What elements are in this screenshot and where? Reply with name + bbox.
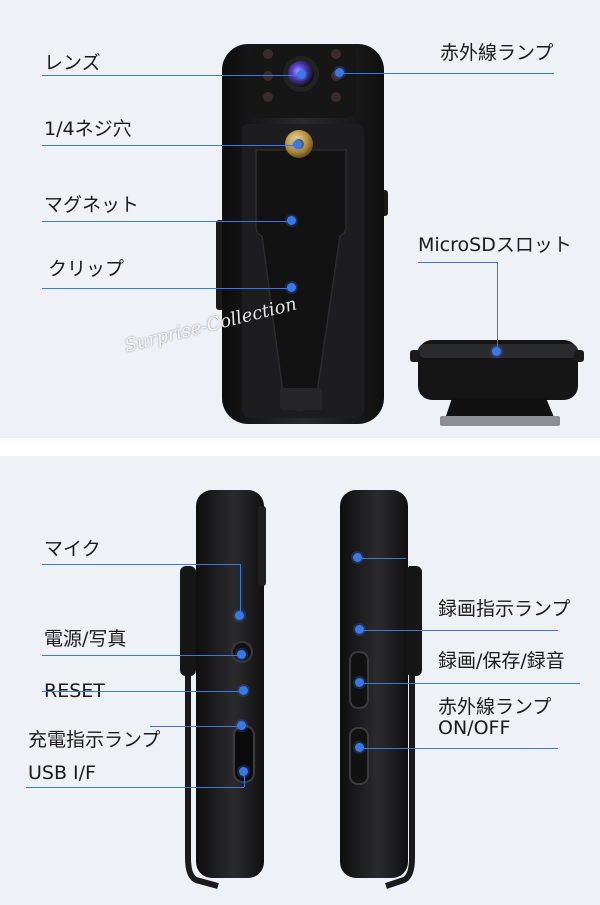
- label-clip: クリップ: [48, 258, 125, 280]
- callout-dot-usb: [239, 767, 248, 776]
- label-lens: レンズ: [44, 52, 101, 74]
- callout-line-screw-hole: [42, 145, 298, 146]
- label-ir-lamp-line2: ON/OFF: [438, 717, 511, 739]
- callout-line-top-right: [358, 558, 406, 559]
- callout-line-microsd-v: [497, 262, 498, 352]
- label-screw-hole: 1/4ネジ穴: [44, 118, 132, 140]
- callout-line-clip: [42, 288, 292, 289]
- callout-line-usb-v: [244, 772, 245, 787]
- label-rec-save-audio: 録画/保存/録音: [438, 650, 565, 672]
- camera-side-illustration: [180, 490, 422, 889]
- side-view-panel: マイク 電源/写真 RESET 充電指示ランプ USB I/F 録画指示ランプ …: [0, 456, 600, 905]
- camera-front-illustration: [216, 44, 584, 426]
- callout-line-magnet: [42, 221, 292, 222]
- front-view-panel: Surprise-Collection レンズ 1/4ネジ穴 マグネット クリッ…: [0, 0, 600, 438]
- callout-line-mic-h: [42, 564, 240, 565]
- label-usb: USB I/F: [28, 762, 96, 784]
- callout-line-rec-indicator: [360, 630, 558, 631]
- callout-dot-ir-lamp: [335, 68, 344, 77]
- callout-line-ir-lamp: [340, 73, 554, 74]
- callout-dot-reset: [239, 686, 248, 695]
- callout-line-lens: [42, 75, 302, 76]
- callout-line-charge-indicator: [150, 726, 242, 727]
- callout-line-mic-v: [240, 564, 241, 616]
- callout-dot-rec-indicator: [355, 625, 364, 634]
- callout-line-usb: [26, 787, 244, 788]
- callout-line-rec-save-audio: [360, 683, 580, 684]
- callout-line-ir-lamp-switch: [360, 748, 558, 749]
- callout-dot-power-photo: [237, 650, 246, 659]
- label-magnet: マグネット: [44, 194, 140, 216]
- callout-dot-clip: [287, 283, 296, 292]
- label-mic: マイク: [44, 538, 101, 560]
- callout-line-reset: [42, 691, 244, 692]
- callout-dot-ir-lamp-switch: [355, 743, 364, 752]
- callout-dot-screw-hole: [293, 140, 302, 149]
- callout-line-power-photo: [42, 655, 242, 656]
- label-power-photo: 電源/写真: [44, 628, 127, 650]
- callout-dot-mic: [235, 611, 244, 620]
- label-microsd-slot: MicroSDスロット: [418, 234, 572, 256]
- label-ir-lamp-line1: 赤外線ランプ: [438, 696, 552, 718]
- label-rec-indicator: 録画指示ランプ: [438, 598, 571, 620]
- callout-dot-top-right: [353, 553, 362, 562]
- callout-dot-microsd-slot: [492, 347, 501, 356]
- callout-dot-rec-save-audio: [355, 678, 364, 687]
- callout-dot-charge-indicator: [237, 721, 246, 730]
- label-ir-lamp: 赤外線ランプ: [440, 42, 554, 64]
- callout-dot-magnet: [287, 216, 296, 225]
- label-charge-indicator: 充電指示ランプ: [28, 729, 161, 751]
- callout-line-microsd-h: [418, 262, 498, 263]
- callout-dot-lens: [297, 70, 306, 79]
